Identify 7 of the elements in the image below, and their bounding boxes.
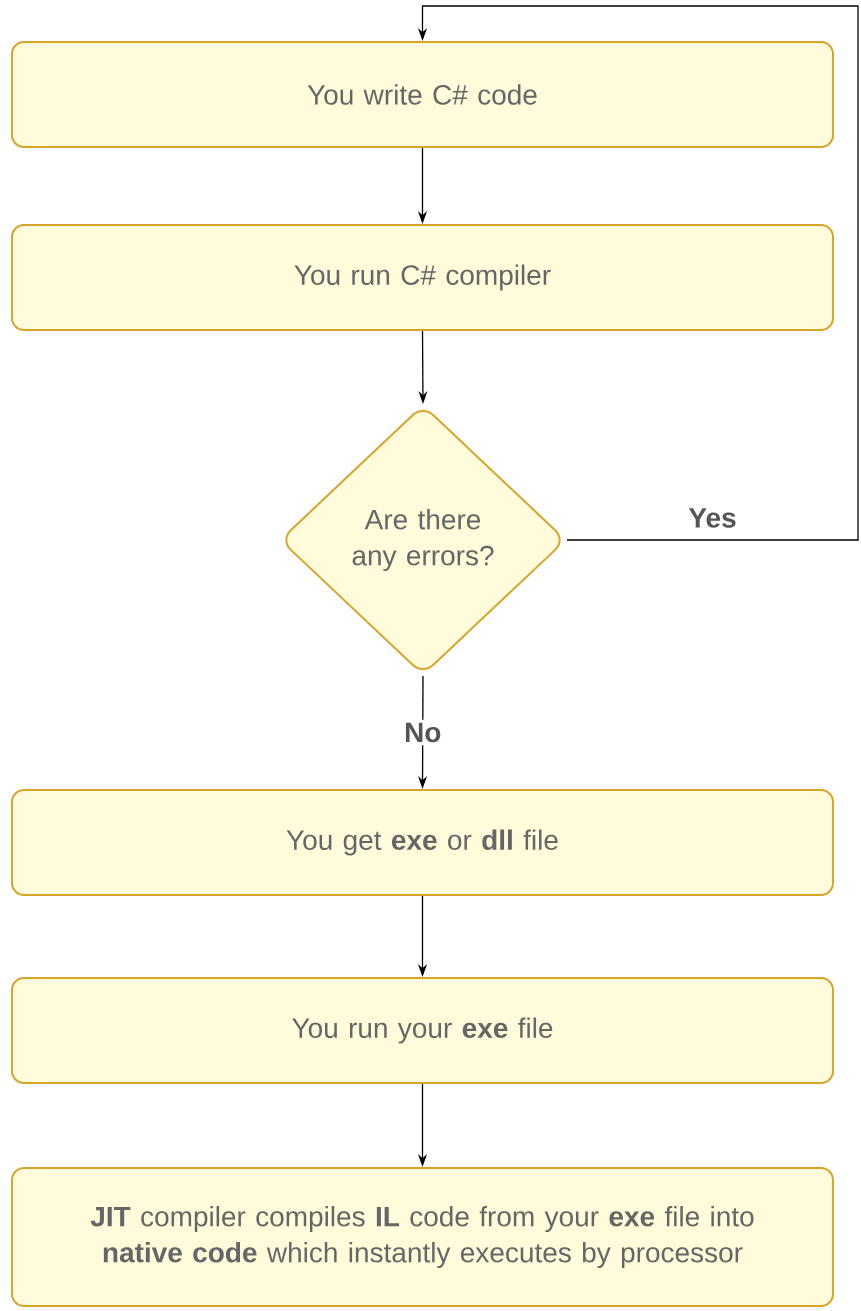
edge-label: Yes: [688, 508, 736, 528]
process-box: JIT compiler compiles IL code from your exe file into native code which instantly executes by processor: [11, 1167, 834, 1307]
edge-label: No: [401, 719, 445, 746]
process-box: You get exe or dll file: [11, 789, 834, 896]
process-box: You run your exe file: [11, 977, 834, 1084]
process-box: You run C# compiler: [11, 224, 834, 331]
process-box: You write C# code: [11, 41, 834, 148]
